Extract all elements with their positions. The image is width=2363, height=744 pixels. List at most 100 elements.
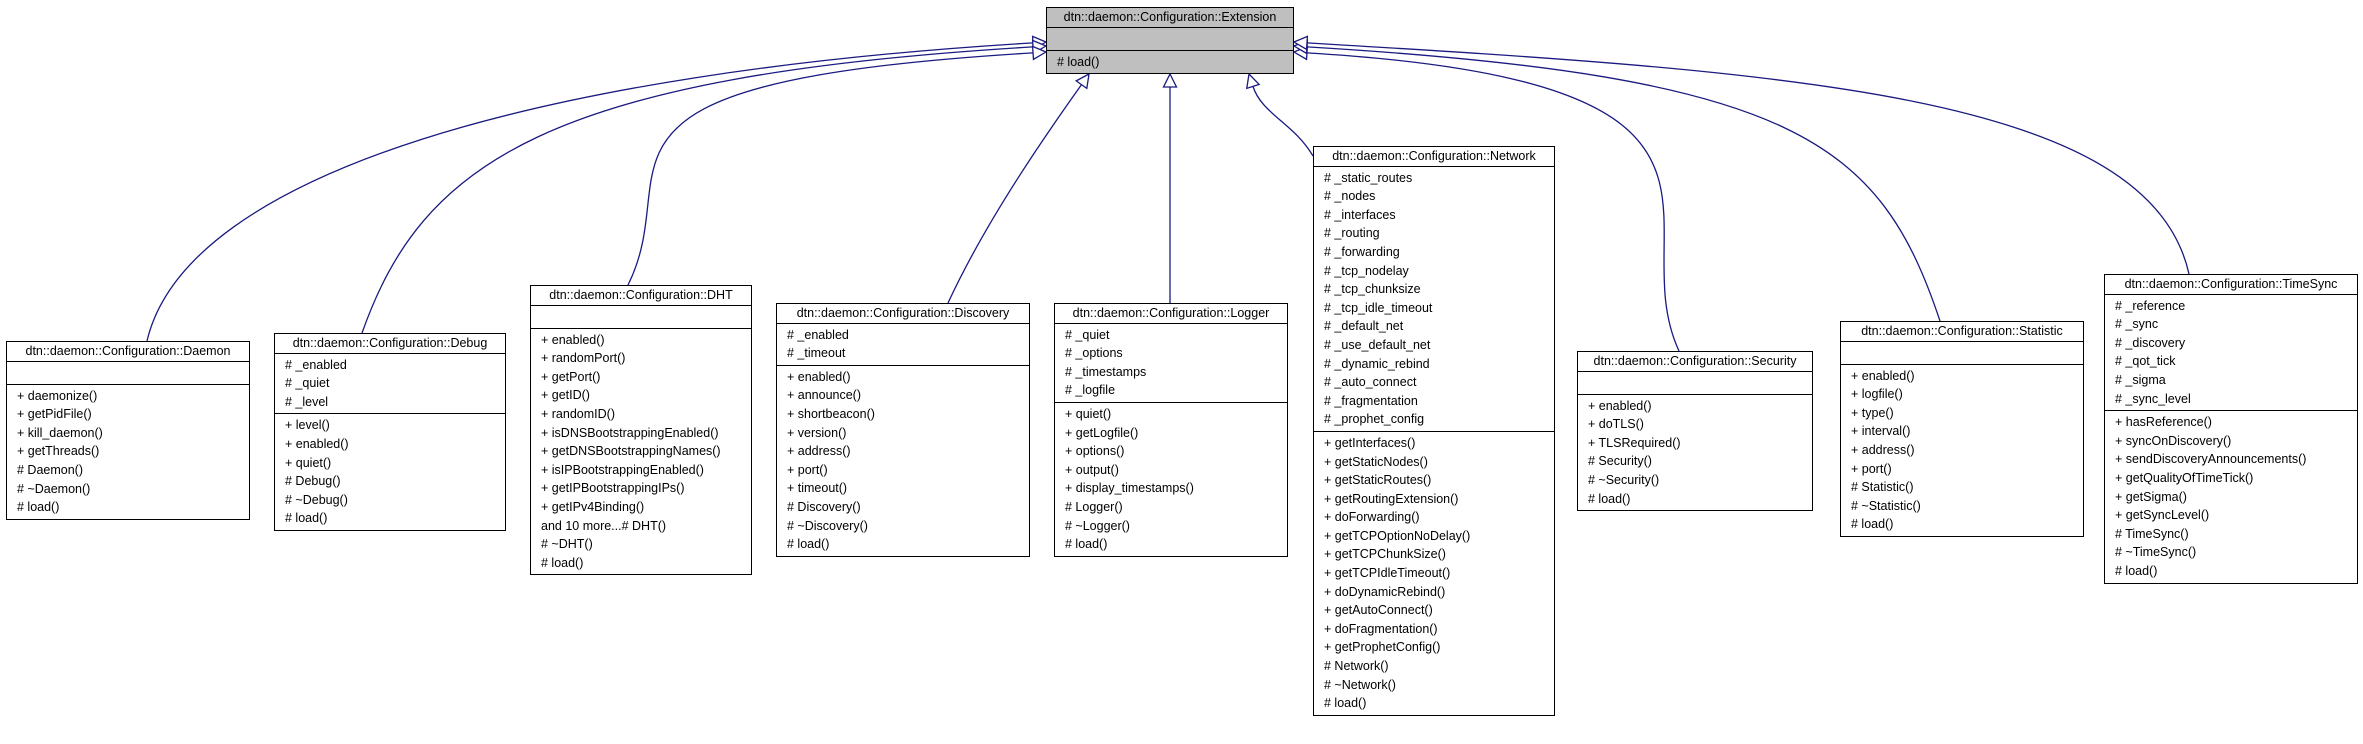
methods-section: + level()+ enabled()+ quiet()# Debug()# … <box>275 413 505 530</box>
method-item: + getStaticNodes() <box>1324 454 1428 469</box>
attribute-item: # _discovery <box>2115 335 2186 350</box>
attribute-item: # _logfile <box>1065 383 1116 398</box>
class-title: dtn::daemon::Configuration::TimeSync <box>2124 277 2338 291</box>
method-item: + getRoutingExtension() <box>1324 491 1459 506</box>
attribute-item: # _enabled <box>787 327 849 342</box>
method-item: + quiet() <box>285 455 332 470</box>
method-item: + doForwarding() <box>1324 510 1420 525</box>
method-item: # load() <box>17 500 60 515</box>
attributes-section <box>1841 340 2083 364</box>
method-item: + quiet() <box>1065 406 1112 421</box>
attribute-item: # _auto_connect <box>1324 375 1417 390</box>
method-item: + address() <box>1851 442 1915 457</box>
class-title: dtn::daemon::Configuration::DHT <box>549 288 733 302</box>
method-item: # TimeSync() <box>2115 526 2189 541</box>
method-item: + getSyncLevel() <box>2115 508 2210 523</box>
class-box-daemon[interactable]: dtn::daemon::Configuration::Daemon+ daem… <box>6 341 250 520</box>
class-box-statistic[interactable]: dtn::daemon::Configuration::Statistic+ e… <box>1840 321 2084 537</box>
methods-section: + enabled() + randomPort() + getPort() + ge… <box>531 327 751 575</box>
inheritance-arrowhead <box>1292 35 1309 51</box>
method-item: + getThreads() <box>17 444 100 459</box>
method-item: # Daemon() <box>17 462 83 477</box>
class-title: dtn::daemon::Configuration::Extension <box>1063 10 1277 24</box>
attribute-item: # _forwarding <box>1324 244 1400 259</box>
attribute-item: # _enabled <box>285 357 347 372</box>
class-box-timesync[interactable]: dtn::daemon::Configuration::TimeSync# _r… <box>2104 274 2358 584</box>
method-item: + getQualityOfTimeTick() <box>2115 470 2254 485</box>
class-title: dtn::daemon::Configuration::Security <box>1593 354 1797 368</box>
method-item: + timeout() <box>787 481 848 496</box>
methods-section: + enabled()+ announce()+ shortbeacon()+ … <box>777 364 1029 556</box>
method-item: + randomPort() <box>541 351 626 366</box>
methods-section: # load() <box>1047 49 1293 74</box>
class-box-security[interactable]: dtn::daemon::Configuration::Security+ en… <box>1577 351 1813 512</box>
method-item: + type() <box>1851 405 1894 420</box>
attribute-item: # _quiet <box>1065 327 1110 342</box>
class-title: dtn::daemon::Configuration::Daemon <box>25 344 231 358</box>
class-title: dtn::daemon::Configuration::Statistic <box>1861 324 2063 338</box>
attribute-item: # _sync <box>2115 317 2159 332</box>
inheritance-arrowhead <box>1074 72 1090 90</box>
method-item: # load() <box>2115 563 2158 578</box>
method-item: + getDNSBootstrappingNames() <box>541 444 721 459</box>
method-item: + version() <box>787 425 847 440</box>
inheritance-arrowhead <box>1245 72 1261 90</box>
method-item: # load() <box>1588 491 1631 506</box>
methods-section: + daemonize()+ getPidFile()+ kill_daemon… <box>7 383 249 519</box>
attribute-item: # _timestamps <box>1065 364 1147 379</box>
attribute-item: # _reference <box>2115 298 2186 313</box>
method-item: + kill_daemon() <box>17 425 103 440</box>
method-item: + getID() <box>541 388 590 403</box>
attributes-section: # _enabled# _timeout <box>777 322 1029 365</box>
method-item: + isIPBootstrappingEnabled() <box>541 462 704 477</box>
method-item: + sendDiscoveryAnnouncements() <box>2115 452 2307 467</box>
methods-section: + enabled()+ logfile()+ type()+ interval… <box>1841 363 2083 536</box>
method-item: # ~Daemon() <box>17 481 91 496</box>
attribute-item: # _fragmentation <box>1324 393 1418 408</box>
class-box-debug[interactable]: dtn::daemon::Configuration::Debug# _enab… <box>274 333 506 531</box>
class-box-network[interactable]: dtn::daemon::Configuration::Network# _st… <box>1313 146 1555 716</box>
method-item: # ~DHT() <box>541 537 593 552</box>
method-item: + getPidFile() <box>17 407 92 422</box>
attribute-item: # _quiet <box>285 376 330 391</box>
attribute-item: # _level <box>285 394 329 409</box>
attributes-section <box>531 304 751 328</box>
class-box-discovery[interactable]: dtn::daemon::Configuration::Discovery# _… <box>776 303 1030 557</box>
class-box-dht[interactable]: dtn::daemon::Configuration::DHT+ enabled… <box>530 285 752 576</box>
method-item: # load() <box>1065 537 1108 552</box>
method-item: # ~TimeSync() <box>2115 545 2197 560</box>
method-item: + port() <box>1851 461 1892 476</box>
method-item: + doFragmentation() <box>1324 621 1438 636</box>
methods-section: + quiet()+ getLogfile()+ options()+ outp… <box>1055 401 1287 556</box>
method-item: + getLogfile() <box>1065 425 1139 440</box>
methods-section: + enabled()+ doTLS()+ TLSRequired()# Sec… <box>1578 393 1812 511</box>
attribute-item: # _prophet_config <box>1324 412 1425 427</box>
methods-section: + hasReference()+ syncOnDiscovery()+ sen… <box>2105 410 2357 582</box>
method-item: # ~Statistic() <box>1851 498 1921 513</box>
attribute-item: # _use_default_net <box>1324 337 1431 352</box>
attributes-section: # _quiet # _options # _timestamps # _logfil… <box>1055 322 1287 402</box>
class-title: dtn::daemon::Configuration::Network <box>1332 149 1536 163</box>
method-item: + getTCPIdleTimeout() <box>1324 566 1451 581</box>
attributes-section: # _reference# _sync# _discovery# _qot_ti… <box>2105 293 2357 411</box>
attribute-item: # _tcp_idle_timeout <box>1324 300 1433 315</box>
method-item: + enabled() <box>285 436 349 451</box>
method-item: # load() <box>1324 696 1367 711</box>
method-item: # load() <box>1851 517 1894 532</box>
method-item: + getTCPOptionNoDelay() <box>1324 528 1471 543</box>
class-box-logger[interactable]: dtn::daemon::Configuration::Logger# _qui… <box>1054 303 1288 557</box>
attribute-item: # _options <box>1065 346 1123 361</box>
method-item: # Statistic() <box>1851 480 1914 495</box>
method-item: + getPort() <box>541 369 601 384</box>
method-item: + getSigma() <box>2115 489 2187 504</box>
method-item: + doTLS() <box>1588 417 1644 432</box>
method-item: + enabled() <box>541 332 605 347</box>
method-item: # load() <box>541 555 584 570</box>
method-item: + address() <box>787 444 851 459</box>
attribute-item: # _sigma <box>2115 372 2166 387</box>
inheritance-arrowhead <box>1162 72 1178 88</box>
class-box-base[interactable]: dtn::daemon::Configuration::Extension# l… <box>1046 7 1294 75</box>
method-item: + logfile() <box>1851 387 1903 402</box>
method-item: + display_timestamps() <box>1065 481 1194 496</box>
inheritance-edge-network <box>1252 86 1314 157</box>
